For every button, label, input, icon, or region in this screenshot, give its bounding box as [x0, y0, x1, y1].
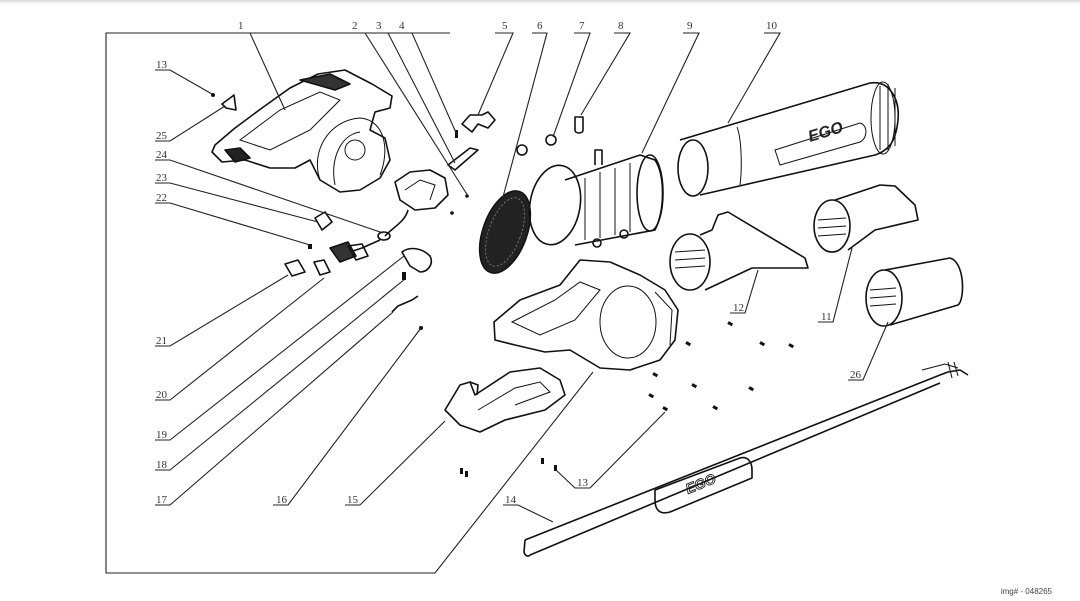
callout-6: 6 — [537, 20, 543, 32]
part-round-nozzle — [865, 257, 964, 327]
callout-19: 19 — [156, 429, 168, 441]
part-latch — [461, 111, 496, 133]
callout-22: 22 — [156, 192, 167, 204]
callout-20: 20 — [156, 389, 168, 401]
part-shoulder-strap: EGO — [523, 361, 969, 557]
callout-13-top: 13 — [156, 59, 168, 71]
part-blower-tube: EGO — [677, 81, 899, 197]
callout-21: 21 — [156, 335, 167, 347]
part-fan-motor — [528, 149, 664, 248]
part-screw-22 — [308, 244, 312, 249]
callout-10: 10 — [766, 20, 778, 32]
part-switch-assembly — [349, 169, 449, 253]
part-switch — [329, 241, 369, 263]
callout-14: 14 — [505, 494, 517, 506]
housing-group-bracket — [105, 32, 594, 574]
part-spring-18 — [402, 272, 406, 280]
part-battery-base — [444, 367, 566, 433]
blower-tube-logo: EGO — [806, 119, 846, 146]
callout-11: 11 — [821, 311, 832, 323]
callout-2: 2 — [352, 20, 358, 32]
callout-labels: 1 2 3 4 5 6 7 8 9 10 13 25 24 23 22 21 2… — [156, 20, 862, 506]
part-clip — [221, 94, 237, 111]
part-intake-screen — [478, 190, 532, 274]
image-id-footer: img# - 048265 — [1000, 587, 1052, 596]
callout-1: 1 — [238, 20, 244, 32]
part-bushing — [574, 116, 584, 134]
callout-15: 15 — [347, 494, 359, 506]
callout-12: 12 — [733, 302, 744, 314]
part-nut — [516, 144, 528, 156]
part-lever — [447, 147, 479, 171]
part-nut-7 — [545, 134, 557, 146]
part-switch-small — [313, 259, 331, 276]
callout-9: 9 — [687, 20, 693, 32]
callout-8: 8 — [618, 20, 624, 32]
part-terminal-block — [314, 211, 333, 231]
callout-23: 23 — [156, 172, 168, 184]
part-left-housing — [211, 69, 393, 193]
part-small-pin — [450, 211, 454, 215]
callout-26: 26 — [850, 369, 862, 381]
part-speed-button — [284, 259, 306, 277]
callout-13-bottom: 13 — [577, 477, 589, 489]
callout-3: 3 — [376, 20, 382, 32]
top-shadow-bar — [0, 0, 1080, 4]
callout-17: 17 — [156, 494, 168, 506]
part-wide-nozzle — [669, 211, 809, 291]
callout-leaders — [155, 32, 889, 523]
part-wire-17 — [391, 295, 419, 313]
part-screws-group — [460, 321, 795, 477]
part-flat-nozzle — [813, 184, 919, 253]
callout-7: 7 — [579, 20, 585, 32]
callout-5: 5 — [502, 20, 508, 32]
callout-18: 18 — [156, 459, 168, 471]
callout-16: 16 — [276, 494, 288, 506]
part-button-cover — [401, 247, 433, 273]
callout-4: 4 — [399, 20, 405, 32]
callout-24: 24 — [156, 149, 168, 161]
part-right-housing — [493, 259, 679, 371]
callout-25: 25 — [156, 130, 168, 142]
